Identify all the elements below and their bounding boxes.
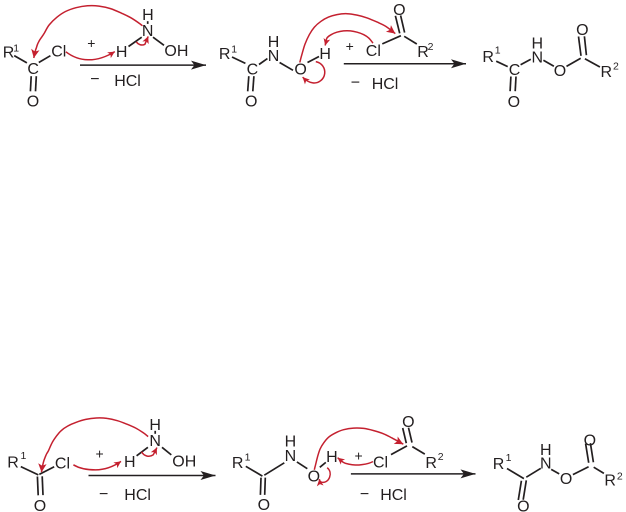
svg-text:N: N: [142, 23, 154, 40]
svg-text:2: 2: [617, 470, 623, 482]
svg-text:1: 1: [21, 450, 27, 462]
svg-text:R: R: [482, 49, 494, 66]
svg-text:R: R: [7, 454, 19, 471]
svg-text:H: H: [116, 44, 128, 61]
svg-text:O: O: [294, 62, 306, 79]
svg-text:Cl: Cl: [366, 43, 381, 60]
svg-text:1: 1: [231, 44, 237, 56]
svg-text:N: N: [285, 448, 297, 465]
svg-text:−: −: [351, 75, 360, 92]
svg-text:H: H: [268, 34, 280, 51]
svg-text:H: H: [149, 417, 161, 434]
svg-text:+: +: [96, 446, 104, 462]
svg-text:2: 2: [428, 41, 434, 53]
svg-text:Cl: Cl: [51, 43, 66, 60]
svg-text:1: 1: [506, 452, 512, 464]
svg-text:N: N: [268, 48, 280, 65]
svg-text:R: R: [219, 46, 231, 63]
svg-text:HCl: HCl: [372, 76, 399, 93]
svg-text:OH: OH: [172, 453, 196, 470]
svg-text:O: O: [27, 94, 39, 111]
svg-text:−: −: [360, 486, 369, 503]
svg-text:C: C: [509, 62, 521, 79]
svg-text:H: H: [326, 449, 338, 466]
svg-text:O: O: [560, 471, 572, 488]
svg-text:N: N: [149, 433, 161, 450]
svg-text:H: H: [532, 35, 544, 52]
svg-text:−: −: [90, 71, 99, 88]
svg-text:+: +: [346, 38, 354, 54]
svg-text:1: 1: [245, 452, 251, 464]
svg-text:+: +: [355, 447, 363, 463]
svg-text:O: O: [584, 433, 596, 450]
svg-text:O: O: [34, 498, 46, 512]
svg-text:H: H: [540, 442, 552, 459]
svg-text:H: H: [124, 454, 136, 471]
svg-text:−: −: [99, 486, 108, 503]
svg-text:Cl: Cl: [373, 454, 388, 471]
svg-text:N: N: [540, 456, 552, 473]
svg-text:O: O: [393, 2, 405, 19]
svg-text:O: O: [402, 414, 414, 431]
svg-text:+: +: [87, 35, 95, 51]
svg-text:O: O: [576, 22, 588, 39]
svg-text:1: 1: [13, 43, 19, 55]
svg-text:OH: OH: [164, 43, 188, 60]
svg-text:R: R: [493, 456, 505, 473]
svg-text:R: R: [425, 455, 437, 472]
svg-text:H: H: [285, 433, 297, 450]
svg-text:O: O: [554, 63, 566, 80]
svg-text:O: O: [258, 497, 270, 512]
svg-text:O: O: [245, 94, 257, 111]
svg-text:O: O: [308, 468, 320, 485]
svg-text:O: O: [508, 94, 520, 111]
svg-text:R: R: [604, 472, 616, 489]
svg-text:2: 2: [613, 61, 619, 73]
svg-text:R: R: [417, 44, 429, 61]
svg-text:1: 1: [495, 45, 501, 57]
svg-text:2: 2: [438, 451, 444, 463]
svg-text:N: N: [532, 49, 544, 66]
svg-text:H: H: [319, 46, 331, 63]
svg-text:C: C: [27, 61, 39, 78]
svg-text:Cl: Cl: [55, 455, 70, 472]
svg-text:H: H: [142, 7, 154, 24]
svg-text:HCl: HCl: [124, 487, 151, 504]
svg-text:HCl: HCl: [380, 487, 407, 504]
svg-text:R: R: [3, 45, 15, 62]
svg-text:HCl: HCl: [114, 73, 141, 90]
svg-text:C: C: [247, 61, 259, 78]
svg-text:R: R: [232, 455, 244, 472]
svg-text:O: O: [517, 498, 529, 512]
svg-text:R: R: [601, 64, 613, 81]
